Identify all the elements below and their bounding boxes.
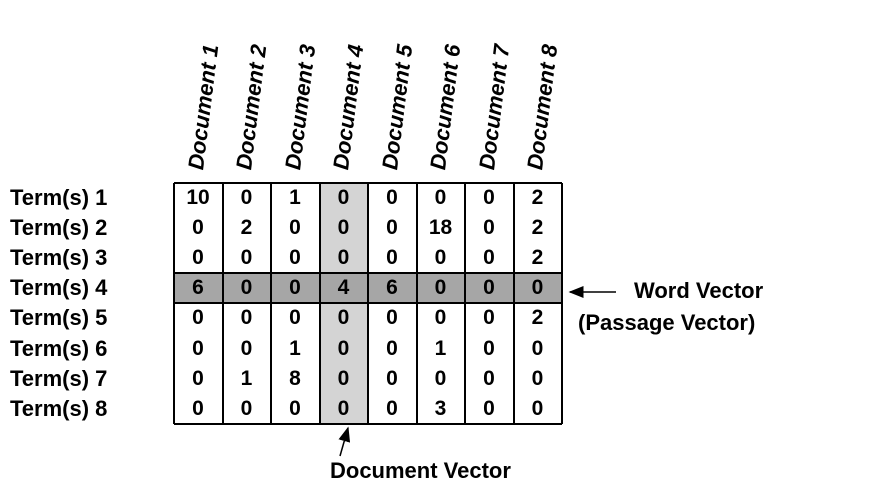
column-header-label: Document 6 [425,43,466,172]
matrix-cell: 0 [386,186,398,209]
grid-line-horizontal [174,302,562,305]
matrix-cell: 0 [483,246,495,270]
matrix-cell: 0 [531,336,544,360]
column-header-label: Document 7 [473,43,514,172]
matrix-cell: 0 [386,336,398,360]
grid-border-bottom [174,422,562,425]
matrix-cell: 0 [289,306,301,330]
matrix-cell: 6 [386,276,398,300]
matrix-cell: 0 [192,306,204,330]
matrix-cell: 0 [386,216,398,240]
document-vector-arrow [338,426,351,457]
matrix-cell: 0 [240,246,253,270]
matrix-cell: 0 [337,306,350,330]
matrix-cell: 2 [531,246,544,270]
column-header: Document 8 [514,0,563,180]
matrix-cell: 0 [289,276,301,300]
matrix-cell: 0 [192,336,204,360]
matrix-cell: 0 [289,216,301,240]
matrix-cell: 0 [531,396,544,420]
matrix-cell: 0 [337,396,350,420]
matrix-cell: 0 [386,366,398,390]
grid-line-horizontal [174,272,562,275]
column-header-label: Document 8 [522,43,563,172]
matrix-cell: 2 [531,306,544,330]
matrix-cell: 4 [337,276,350,300]
column-header: Document 3 [271,0,320,180]
matrix-cell: 0 [337,336,350,360]
matrix-cell: 0 [337,186,350,209]
column-header: Document 4 [320,0,369,180]
matrix-cell: 0 [483,276,495,300]
document-vector-label: Document Vector [330,458,511,483]
matrix-cell: 8 [289,366,301,390]
row-label: Term(s) 1 [10,185,108,210]
matrix-cell: 10 [186,186,210,209]
row-label: Term(s) 6 [10,335,108,361]
matrix-cell: 0 [531,366,544,390]
matrix-cell: 1 [434,336,447,360]
column-header-label: Document 2 [231,43,272,172]
matrix-cell: 0 [337,216,350,240]
matrix-cell: 0 [192,216,204,240]
row-label: Term(s) 7 [10,365,108,391]
row-label: Term(s) 2 [10,215,108,241]
matrix-cell: 3 [434,396,447,420]
word-vector-label: Word Vector [634,278,764,303]
matrix-cell: 0 [434,306,447,330]
matrix-cell: 0 [483,336,495,360]
matrix-cell: 0 [192,246,204,270]
matrix-cell: 1 [289,336,301,360]
matrix-cell: 0 [192,396,204,420]
matrix-cell: 0 [483,366,495,390]
column-header: Document 5 [368,0,417,180]
matrix-cell: 0 [434,246,447,270]
matrix-cell: 2 [240,216,253,240]
column-header: Document 1 [174,0,223,180]
matrix-cell: 0 [240,306,253,330]
matrix-cell: 18 [428,216,453,240]
matrix-cell: 0 [483,216,495,240]
grid-border-right [561,183,563,424]
matrix-cell: 0 [483,306,495,330]
column-header-label: Document 4 [328,43,369,172]
matrix-cell: 1 [240,366,253,390]
matrix-cell: 0 [240,186,253,209]
matrix-cell: 1 [289,186,301,209]
matrix-cell: 2 [531,216,544,240]
matrix-cell: 0 [337,366,350,390]
matrix-cell: 0 [192,366,204,390]
passage-vector-label: (Passage Vector) [578,310,756,335]
matrix-cell: 0 [386,306,398,330]
matrix-cell: 6 [192,276,204,300]
matrix-cell: 0 [289,246,301,270]
matrix-cell: 0 [483,396,495,420]
matrix-cell: 0 [240,336,253,360]
row-label: Term(s) 4 [10,275,108,301]
row-label: Term(s) 8 [10,395,108,421]
column-header-label: Document 5 [376,43,417,172]
column-header: Document 6 [417,0,466,180]
matrix-cell: 0 [240,276,253,300]
column-header-label: Document 1 [182,43,223,172]
matrix-cell: 2 [531,186,544,209]
row-label: Term(s) 3 [10,245,108,271]
matrix-cell: 0 [434,276,447,300]
matrix-cell: 0 [386,246,398,270]
matrix-cell: 0 [386,396,398,420]
matrix-cell: 0 [337,246,350,270]
matrix-cell: 0 [434,186,447,209]
matrix-cell: 0 [531,276,544,300]
matrix-cell: 0 [434,366,447,390]
row-label: Term(s) 5 [10,305,108,331]
column-header-label: Document 3 [279,43,320,172]
column-header: Document 7 [465,0,514,180]
matrix-cell: 0 [483,186,495,209]
column-header: Document 2 [223,0,272,180]
matrix-cell: 0 [240,396,253,420]
matrix-cell: 0 [289,396,301,420]
